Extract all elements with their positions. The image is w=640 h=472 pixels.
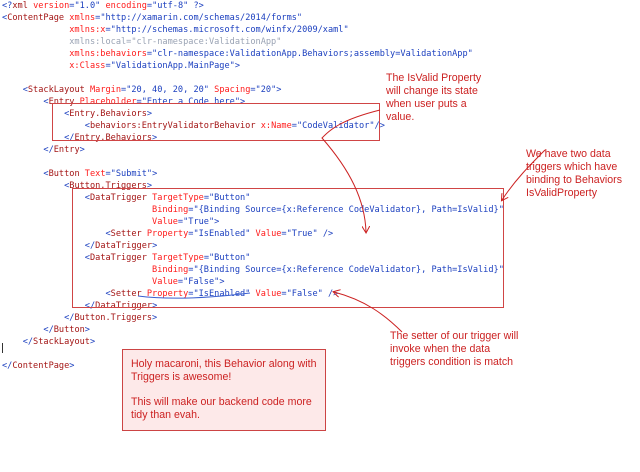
code-line-9: <Entry Placeholder="Enter a Code here"> bbox=[2, 97, 246, 107]
code-line-8: <StackLayout Margin="20, 40, 20, 20" Spa… bbox=[2, 85, 282, 95]
code-line-2: <ContentPage xmlns="http://xamarin.com/s… bbox=[2, 13, 303, 23]
arrow-setter bbox=[334, 292, 403, 333]
arrow-triggers bbox=[502, 149, 546, 200]
code-line-27: </Button.Triggers> bbox=[2, 313, 158, 323]
code-line-26: </DataTrigger> bbox=[2, 301, 158, 311]
code-line-19: Value="True"> bbox=[2, 217, 220, 227]
behavior-highlight-box bbox=[52, 103, 380, 141]
code-line-24: Value="False"> bbox=[2, 277, 225, 287]
macaroni-note-box: Holy macaroni, this Behavior along with … bbox=[122, 349, 326, 431]
code-line-6: x:Class="ValidationApp.MainPage"> bbox=[2, 61, 241, 71]
code-line-22: <DataTrigger TargetType="Button" bbox=[2, 253, 251, 263]
code-line-16: <Button.Triggers> bbox=[2, 181, 153, 191]
code-line-10: <Entry.Behaviors> bbox=[2, 109, 153, 119]
code-line-17: <DataTrigger TargetType="Button" bbox=[2, 193, 251, 203]
underline-setter bbox=[137, 292, 251, 299]
text-cursor bbox=[2, 343, 3, 353]
code-line-11: <behaviors:EntryValidatorBehavior x:Name… bbox=[2, 121, 385, 131]
code-line-18: Binding="{Binding Source={x:Reference Co… bbox=[2, 205, 504, 215]
triggers-annotation: We have two data triggers which have bin… bbox=[526, 148, 622, 199]
code-line-29: </StackLayout> bbox=[2, 337, 96, 347]
code-line-21: </DataTrigger> bbox=[2, 241, 158, 251]
code-line-28: </Button> bbox=[2, 325, 90, 335]
code-line-20: <Setter Property="IsEnabled" Value="True… bbox=[2, 229, 334, 239]
code-line-31: </ContentPage> bbox=[2, 361, 75, 371]
code-line-1: <?xml version="1.0" encoding="utf-8" ?> bbox=[2, 1, 204, 11]
code-line-13: </Entry> bbox=[2, 145, 85, 155]
code-line-3: xmlns:x="http://schemas.microsoft.com/wi… bbox=[2, 25, 349, 35]
code-line-12: </Entry.Behaviors> bbox=[2, 133, 158, 143]
code-line-15: <Button Text="Submit"> bbox=[2, 169, 158, 179]
isvalid-annotation: The IsValid Property will change its sta… bbox=[386, 72, 482, 123]
macaroni-note-p2: This will make our backend code more tid… bbox=[131, 396, 312, 421]
triggers-highlight-box bbox=[72, 188, 504, 308]
code-line-4: xmlns:local="clr-namespace:ValidationApp… bbox=[2, 37, 282, 47]
code-line-23: Binding="{Binding Source={x:Reference Co… bbox=[2, 265, 504, 275]
code-line-5: xmlns:behaviors="clr-namespace:Validatio… bbox=[2, 49, 473, 59]
arrow-isvalid bbox=[321, 109, 381, 232]
macaroni-note-p1: Holy macaroni, this Behavior along with … bbox=[131, 358, 317, 383]
setter-annotation: The setter of our trigger will invoke wh… bbox=[390, 330, 519, 368]
